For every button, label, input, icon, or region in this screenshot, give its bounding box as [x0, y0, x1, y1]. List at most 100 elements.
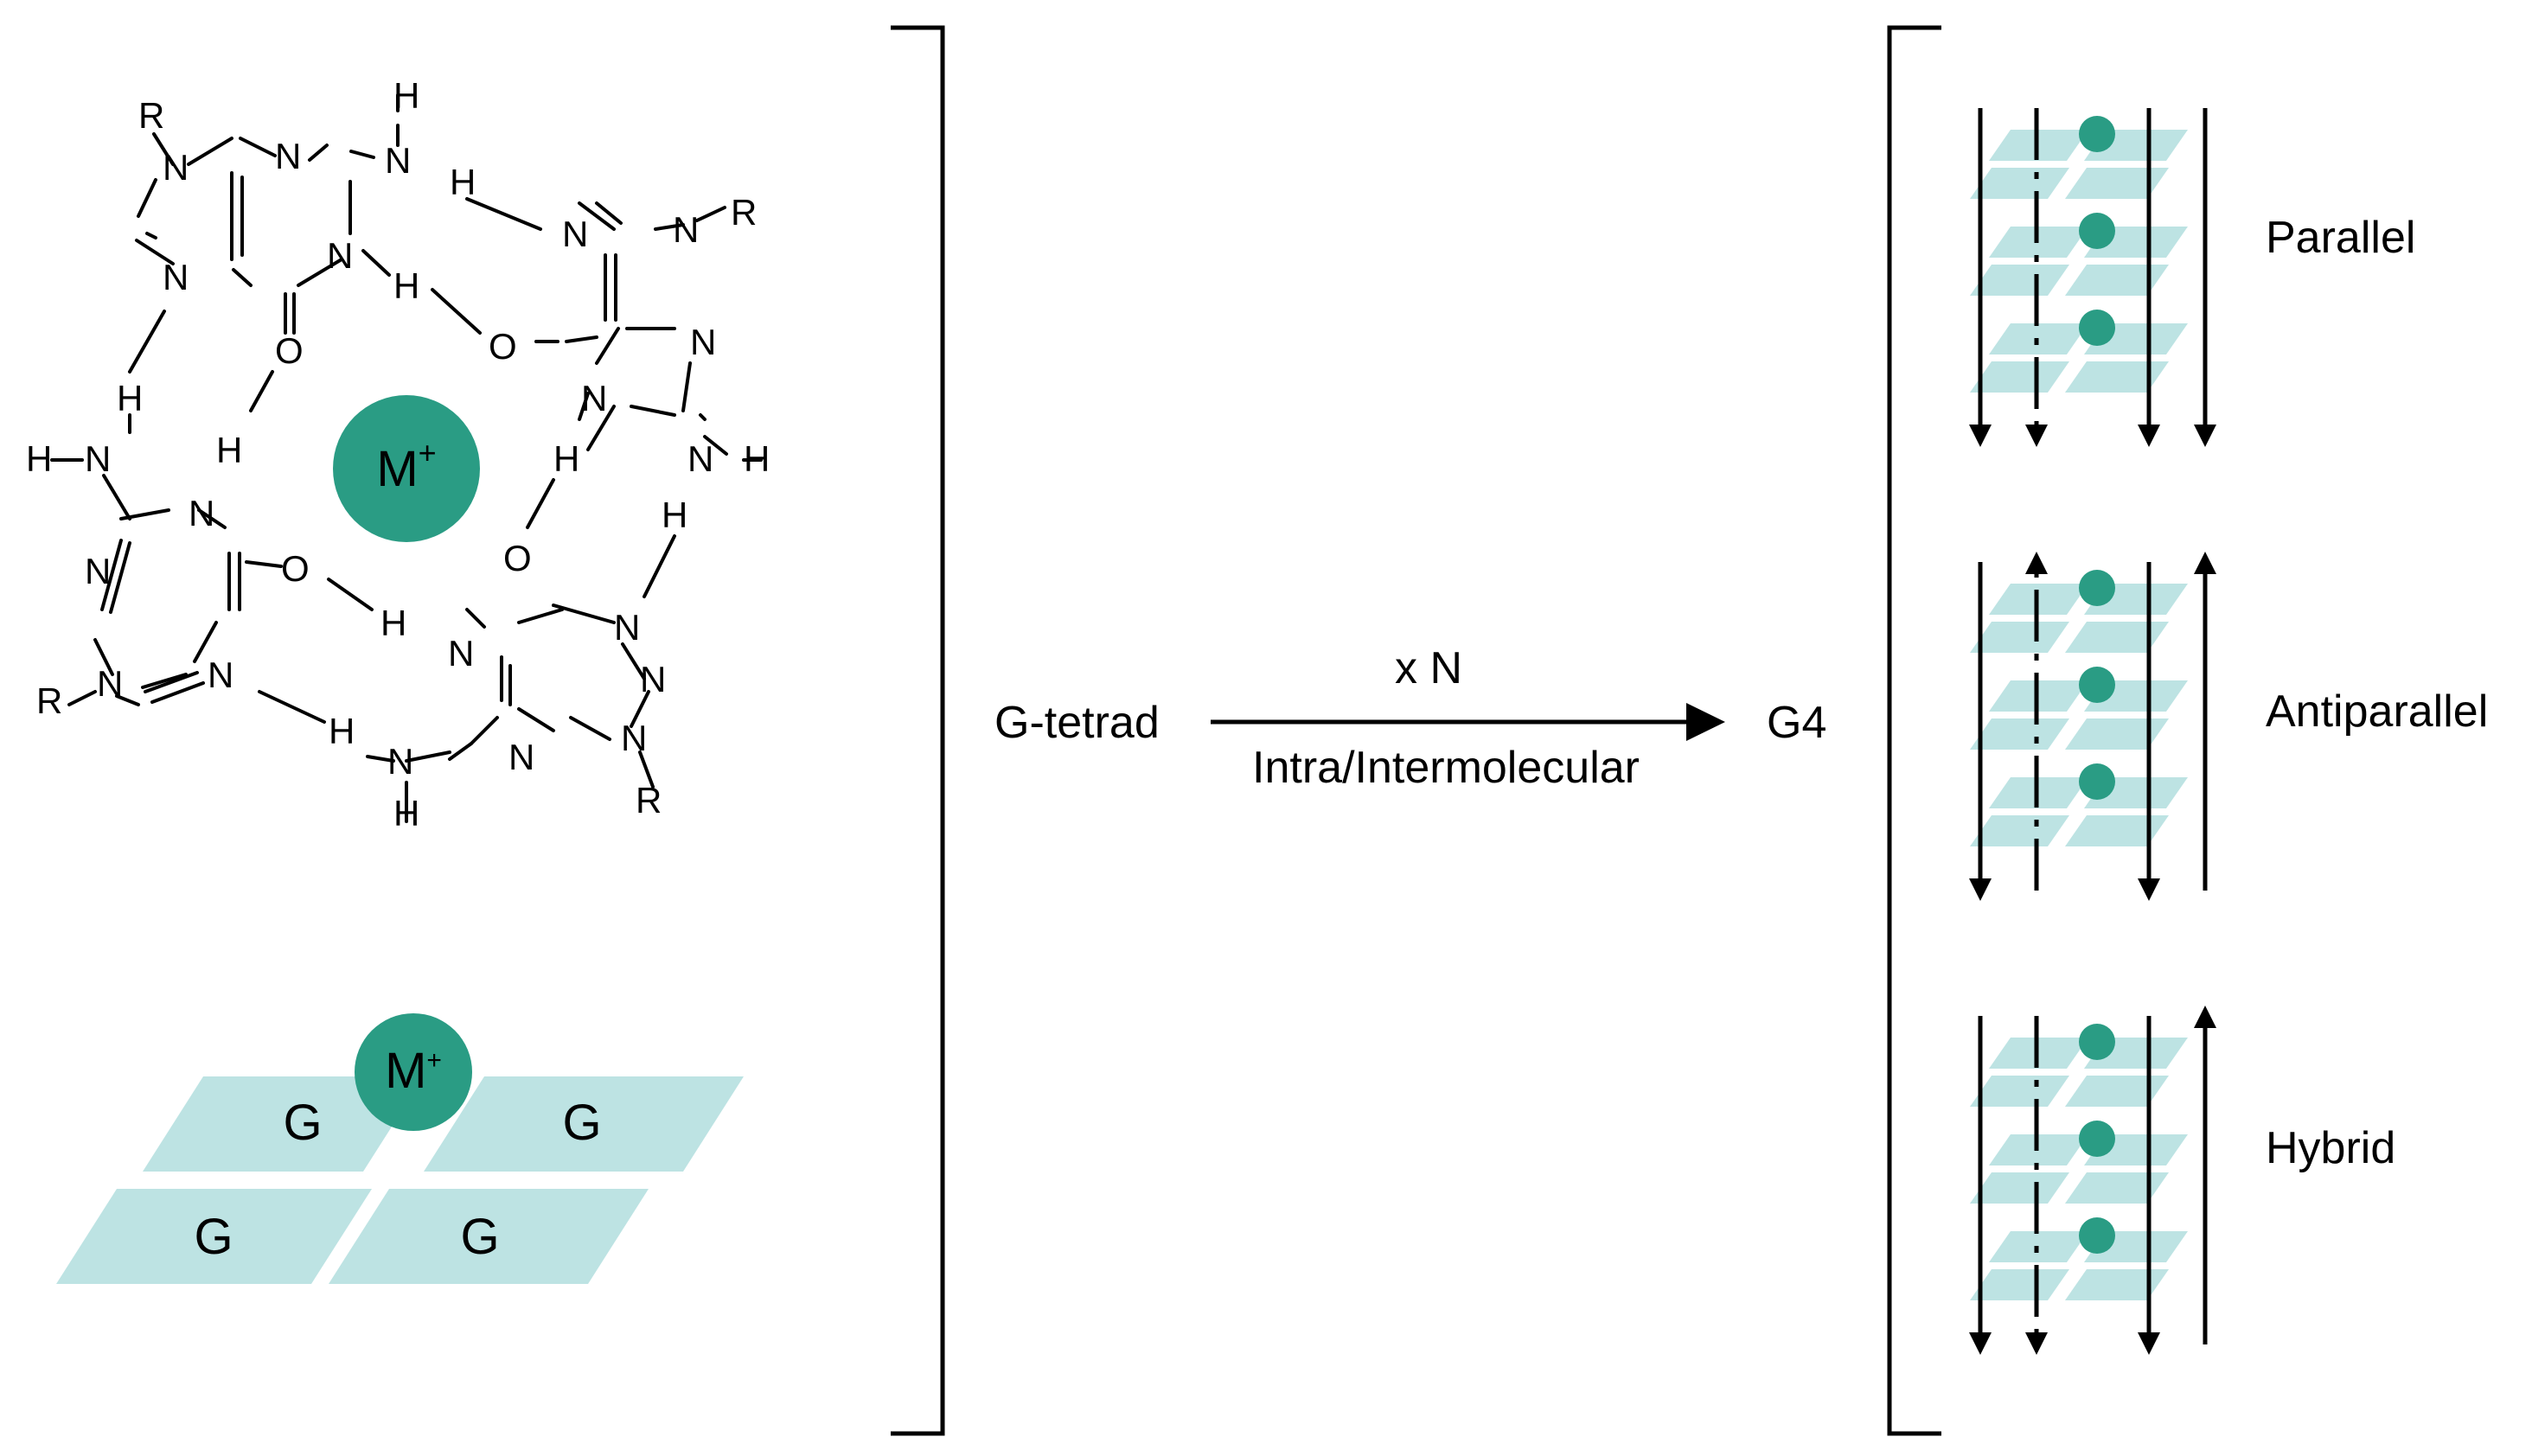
- strand-arrowhead: [2138, 878, 2160, 901]
- tetrad-plane: [2065, 815, 2169, 846]
- metal-ion-charge: +: [426, 1046, 442, 1075]
- atom-labels: R N N H N H N H N O N N R O N N N H H H …: [26, 75, 770, 833]
- atom-h: H: [380, 603, 406, 643]
- svg-text:M+: M+: [376, 435, 436, 497]
- tetrad-plane: [1970, 622, 2069, 653]
- atom-n: N: [97, 663, 123, 704]
- topology-parallel: Parallel: [1969, 108, 2415, 447]
- topology-label: Antiparallel: [2266, 686, 2488, 737]
- atom-h: H: [26, 438, 52, 479]
- atom-r: R: [138, 95, 164, 136]
- atom-h: H: [393, 75, 419, 116]
- metal-ion-dot: [2079, 570, 2115, 606]
- arrow-bottom-label: Intra/Intermolecular: [1252, 743, 1640, 793]
- atom-n: N: [85, 551, 111, 591]
- strand-arrowhead: [2025, 552, 2048, 574]
- atom-n: N: [163, 257, 189, 297]
- metal-ion-base: M: [376, 441, 418, 497]
- metal-ion-dot: [2079, 213, 2115, 249]
- tetrad-plane: [2065, 168, 2169, 199]
- atom-n: N: [621, 718, 647, 758]
- metal-ion: [333, 395, 480, 542]
- metal-ion-dot: [2079, 1024, 2115, 1060]
- arrow-top-label: x N: [1395, 643, 1462, 693]
- right-bracket: [1887, 25, 1941, 1436]
- atom-n: N: [581, 378, 607, 418]
- strand-arrowhead: [1969, 1332, 1992, 1355]
- atom-h: H: [393, 265, 419, 306]
- atom-h: H: [450, 162, 476, 202]
- atom-n: N: [189, 493, 214, 533]
- metal-ion-dot: [2079, 1217, 2115, 1254]
- metal-ion: [355, 1013, 472, 1131]
- strand-arrowhead: [1969, 425, 1992, 447]
- metal-ion-dot: [2079, 310, 2115, 346]
- atom-o: O: [503, 538, 532, 578]
- atom-n: N: [508, 737, 534, 777]
- g-tetrad-structure: [50, 93, 763, 823]
- g-tile-label: G: [562, 1095, 601, 1151]
- g-tile-label: G: [460, 1209, 499, 1265]
- tetrad-plane: [1970, 168, 2069, 199]
- atom-n: N: [687, 438, 713, 479]
- tetrad-schematic: G G G G M+: [56, 1013, 744, 1284]
- strand-arrowhead: [2025, 1332, 2048, 1355]
- atom-r: R: [636, 780, 662, 821]
- left-bracket: [891, 25, 945, 1436]
- atom-h: H: [662, 495, 687, 535]
- metal-ion-dot: [2079, 667, 2115, 703]
- reactant-label: G-tetrad: [994, 698, 1160, 748]
- metal-ion-dot: [2079, 1121, 2115, 1157]
- topology-label: Hybrid: [2266, 1123, 2395, 1173]
- topology-label: Parallel: [2266, 213, 2415, 263]
- g-tile: [329, 1189, 649, 1284]
- atom-h: H: [329, 711, 355, 751]
- tetrad-plane: [2065, 622, 2169, 653]
- g-tile: [143, 1076, 424, 1172]
- atom-h: H: [744, 438, 770, 479]
- tetrad-plane: [2065, 1269, 2169, 1300]
- tetrad-plane: [1970, 1076, 2069, 1107]
- strand-arrowhead: [2194, 1006, 2216, 1028]
- topology-hybrid: Hybrid: [1969, 1006, 2395, 1355]
- atom-h: H: [117, 378, 143, 418]
- atom-o: O: [275, 330, 304, 371]
- metal-ion-base: M: [385, 1043, 426, 1099]
- atom-n: N: [640, 659, 666, 699]
- strand-arrowhead: [1969, 878, 1992, 901]
- tetrad-plane: [2065, 1172, 2169, 1204]
- svg-text:M+: M+: [385, 1043, 442, 1099]
- strand-arrowhead: [2138, 1332, 2160, 1355]
- product-label: G4: [1767, 698, 1826, 748]
- bond-lines: [50, 93, 763, 823]
- strand-arrowhead: [2138, 425, 2160, 447]
- strand-arrowhead: [2025, 425, 2048, 447]
- strand-arrowhead: [2194, 425, 2216, 447]
- strand-arrowhead: [2194, 552, 2216, 574]
- g-tile-label: G: [283, 1095, 322, 1151]
- metal-ion-dot: [2079, 116, 2115, 152]
- metal-ion-dot: [2079, 763, 2115, 800]
- g-tile: [424, 1076, 744, 1172]
- tetrad-plane: [2065, 361, 2169, 393]
- atom-n: N: [385, 140, 411, 181]
- atom-r: R: [731, 192, 757, 233]
- tetrad-plane: [1970, 1172, 2069, 1204]
- tetrad-plane: [2065, 1076, 2169, 1107]
- atom-n: N: [387, 741, 413, 782]
- atom-n: N: [448, 633, 474, 674]
- topology-antiparallel: Antiparallel: [1969, 552, 2488, 901]
- tetrad-plane: [1970, 265, 2069, 296]
- atom-n: N: [614, 607, 640, 648]
- reaction-arrowhead: [1686, 703, 1725, 741]
- atom-n: N: [327, 235, 353, 276]
- tetrad-plane: [1970, 815, 2069, 846]
- g-tile-label: G: [194, 1209, 233, 1265]
- tetrad-plane: [1970, 361, 2069, 393]
- atom-h: H: [553, 438, 579, 479]
- atom-n: N: [208, 655, 233, 695]
- atom-n: N: [85, 438, 111, 479]
- atom-n: N: [562, 214, 588, 254]
